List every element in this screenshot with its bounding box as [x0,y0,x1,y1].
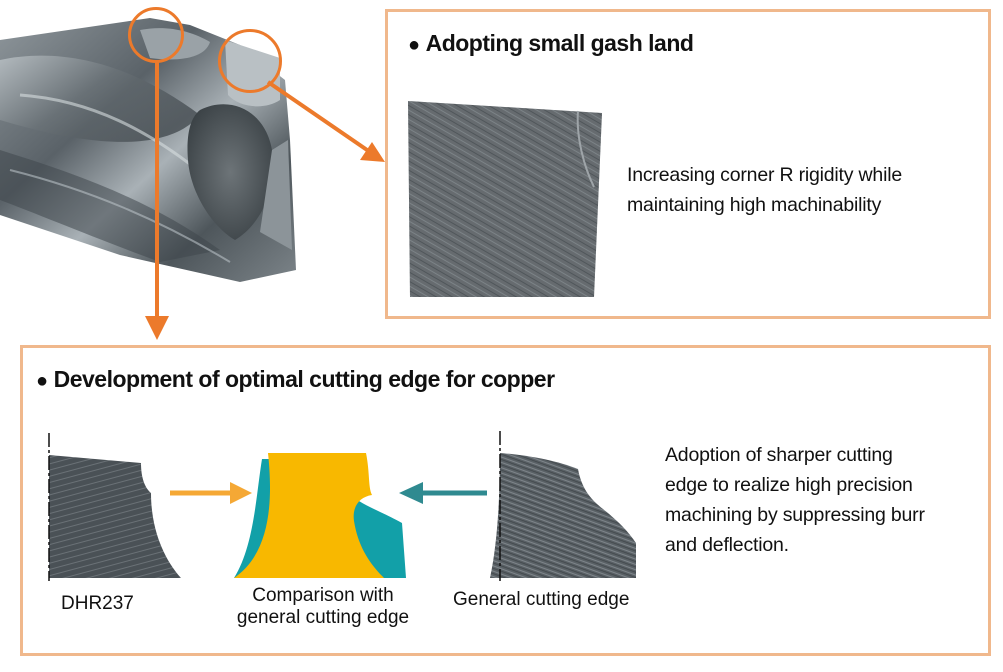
orange-arrow-to-gash [266,80,372,154]
cutting-edge-heading: ●Development of optimal cutting edge for… [36,366,555,393]
dhr237-edge-yellow-shape [234,453,384,578]
edge-description-line-3: machining by suppressing burr [665,504,925,526]
orange-arrow-head-edge [145,316,169,340]
dhr237-caption: DHR237 [61,593,134,614]
gash-description-line-2: maintaining high machinability [627,194,882,216]
gash-land-heading-text: Adopting small gash land [425,30,694,56]
orange-ring-marker-2 [218,29,282,93]
end-mill-photo [0,18,296,282]
cutting-edge-heading-text: Development of optimal cutting edge for … [53,366,555,392]
cutting-edge-description: Adoption of sharper cutting edge to real… [665,440,925,560]
comparison-caption-line-1: Comparison with [252,585,394,606]
edge-description-line-4: and deflection. [665,534,789,556]
dhr237-edge-photo [48,433,181,581]
gash-description-line-1: Increasing corner R rigidity while [627,164,902,186]
cutting-edge-panel: ●Development of optimal cutting edge for… [20,345,991,656]
orange-ring-marker-1 [128,7,184,63]
black-circle-bullet-icon: ● [36,370,48,392]
gash-land-description: Increasing corner R rigidity while maint… [627,160,902,220]
gash-land-heading: ●Adopting small gash land [408,30,694,57]
comparison-edge-graphic [234,453,406,578]
gash-land-panel: ●Adopting small gash land Increasing cor… [385,9,991,319]
black-circle-bullet-icon: ● [408,34,420,56]
left-comparison-arrow-icon [170,482,252,504]
orange-arrow-connectors [145,62,385,340]
comparison-caption-line-2: general cutting edge [236,607,410,628]
comparison-caption: Comparison with general cutting edge [221,585,425,629]
orange-arrow-head-gash [360,142,385,162]
general-edge-caption: General cutting edge [453,589,630,610]
general-edge-photo [490,431,636,581]
edge-description-line-1: Adoption of sharper cutting [665,444,893,466]
edge-description-line-2: edge to realize high precision [665,474,913,496]
gash-land-photo [408,101,602,297]
right-comparison-arrow-icon [399,482,487,504]
